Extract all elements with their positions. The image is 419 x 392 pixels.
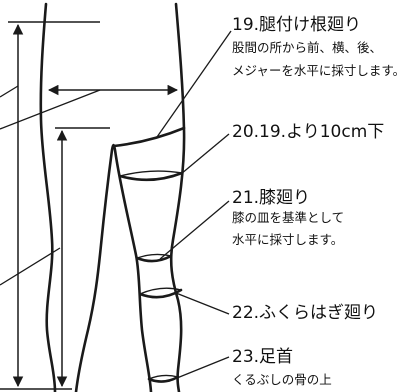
leader-calf — [175, 292, 230, 315]
band-knee — [135, 254, 173, 263]
label-knee-title: 21.膝廻り — [232, 188, 310, 208]
label-thigh-root-note-2: メジャーを水平に採寸します。 — [232, 63, 405, 78]
right-leg-outer-outline — [169, 2, 186, 392]
band-ankle-back — [148, 374, 179, 380]
hip-width-leader — [0, 89, 101, 130]
leader-ankle — [176, 356, 230, 379]
inseam-leader — [0, 247, 61, 286]
label-thigh-root-note-1: 股間の所から前、横、後、 — [232, 40, 382, 55]
band-ankle — [147, 375, 180, 383]
inner-legs-outline — [74, 143, 153, 392]
label-calf-title: 22.ふくらはぎ廻り — [232, 303, 378, 323]
label-knee-note-1: 膝の皿を基準として — [232, 210, 344, 225]
label-thigh-root-title: 19.腿付け根廻り — [232, 15, 361, 35]
leader-thigh-root — [156, 30, 232, 138]
leader-knee — [159, 200, 230, 260]
total-length-leader — [0, 85, 19, 98]
label-ankle-note-1: くるぶしの骨の上 — [232, 372, 332, 387]
label-knee-note-2: 水平に採寸します。 — [232, 232, 343, 247]
band-thigh-10cm-back — [119, 170, 183, 177]
label-ankle-title: 23.足首 — [232, 347, 293, 367]
band-thigh-root — [112, 126, 186, 148]
band-calf — [138, 288, 183, 299]
leader-thigh-10cm — [180, 133, 230, 175]
left-leg-outer-outline — [39, 2, 57, 392]
band-thigh-10cm — [118, 171, 184, 182]
band-calf-back — [139, 287, 182, 295]
label-thigh-10cm-title: 20.19.より10cm下 — [232, 122, 384, 142]
band-knee-back — [136, 253, 172, 259]
